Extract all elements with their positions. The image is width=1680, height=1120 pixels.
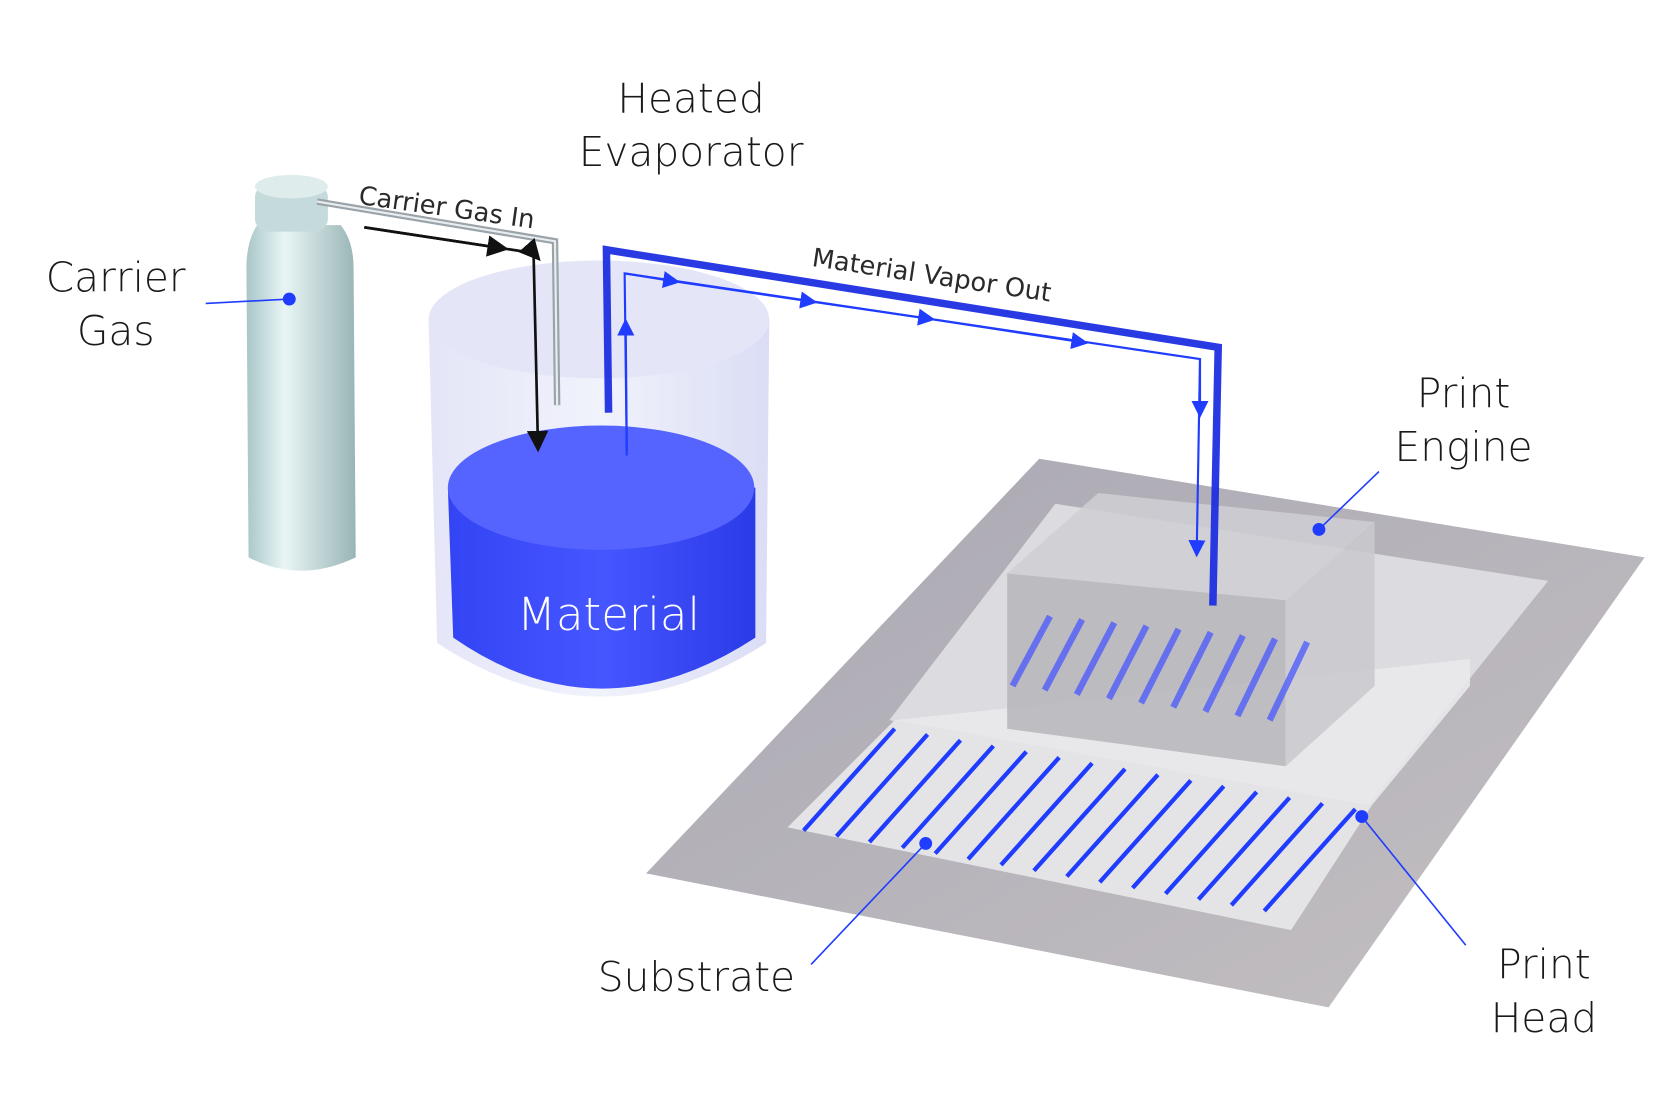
material-liquid: Material [447, 425, 756, 689]
printed-line [1131, 784, 1226, 890]
printed-line [1262, 807, 1357, 913]
engine-nozzle-line [1170, 630, 1214, 709]
engine-nozzle-line [1073, 621, 1118, 696]
engine-nozzle-line [1266, 640, 1311, 722]
printed-line [1196, 796, 1292, 901]
printed-line [1163, 790, 1259, 896]
printed-line [1032, 767, 1127, 873]
printed-line [801, 727, 897, 832]
printed-line [999, 761, 1094, 867]
engine-nozzle-line [1202, 634, 1246, 714]
substrate-label: Substrate [598, 953, 795, 1001]
engine-nozzle-line [1138, 627, 1182, 705]
printed-line [933, 750, 1028, 855]
material-label: Material [517, 588, 700, 641]
printed-line [1229, 801, 1325, 907]
printed-line [1065, 773, 1160, 878]
substrate [787, 720, 1372, 931]
printed-line [1098, 778, 1193, 884]
carrier-gas-in-label: Carrier Gas In [357, 181, 537, 235]
carrier-gas-tank [246, 174, 356, 571]
printed-line [900, 744, 995, 850]
printed-line [867, 738, 963, 844]
engine-nozzle-line [1041, 617, 1085, 692]
printed-line [966, 756, 1061, 861]
carrier-gas-pipe [316, 198, 561, 453]
material-vapor-pipe [602, 245, 1223, 606]
print-engine-box [894, 493, 1470, 806]
engine-nozzle-line [1234, 637, 1278, 718]
callouts [205, 292, 1467, 966]
engine-nozzle-line [1009, 614, 1053, 688]
printed-line [834, 733, 930, 838]
engine-nozzle-line [1106, 624, 1150, 701]
